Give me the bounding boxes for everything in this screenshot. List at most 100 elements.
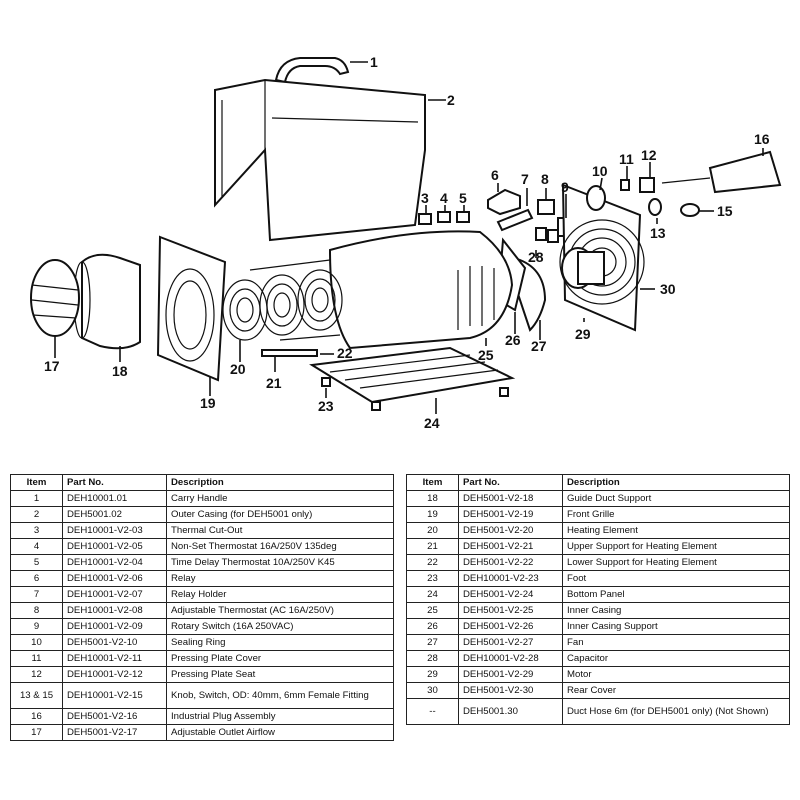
header-item: Item	[406, 474, 459, 491]
row-description: Thermal Cut-Out	[166, 522, 394, 539]
row-description: Lower Support for Heating Element	[562, 554, 790, 571]
row-description: Upper Support for Heating Element	[562, 538, 790, 555]
header-description: Description	[562, 474, 790, 491]
row-part-no: DEH10001-V2-04	[62, 554, 167, 571]
row-description: Relay Holder	[166, 586, 394, 603]
row-description: Foot	[562, 570, 790, 587]
row-item: 18	[406, 490, 459, 507]
row-description: Carry Handle	[166, 490, 394, 507]
row-part-no: DEH10001-V2-15	[62, 682, 167, 709]
row-item: 19	[406, 506, 459, 523]
table-header-row: Item Part No. Description	[406, 474, 790, 491]
callout-20: 20	[230, 361, 246, 377]
row-description: Guide Duct Support	[562, 490, 790, 507]
row-part-no: DEH10001.01	[62, 490, 167, 507]
row-part-no: DEH10001-V2-07	[62, 586, 167, 603]
row-part-no: DEH5001-V2-16	[62, 708, 167, 725]
row-item: 24	[406, 586, 459, 603]
row-item: 1	[10, 490, 63, 507]
callout-27: 27	[531, 338, 547, 354]
row-item: 26	[406, 618, 459, 635]
row-item: 16	[10, 708, 63, 725]
row-part-no: DEH5001-V2-10	[62, 634, 167, 651]
row-part-no: DEH5001-V2-24	[458, 586, 563, 603]
bottom-panel-part	[309, 346, 516, 411]
row-description: Duct Hose 6m (for DEH5001 only) (Not Sho…	[562, 698, 790, 725]
callout-4: 4	[440, 190, 448, 206]
row-part-no: DEH5001.30	[458, 698, 563, 725]
row-part-no: DEH5001.02	[62, 506, 167, 523]
row-part-no: DEH10001-V2-28	[458, 650, 563, 667]
callout-24: 24	[424, 415, 440, 431]
callout-7: 7	[521, 171, 529, 187]
header-part-no: Part No.	[62, 474, 167, 491]
row-description: Adjustable Outlet Airflow	[166, 724, 394, 741]
row-item: 10	[10, 634, 63, 651]
header-part-no: Part No.	[458, 474, 563, 491]
row-part-no: DEH5001-V2-27	[458, 634, 563, 651]
callout-30: 30	[660, 281, 676, 297]
row-part-no: DEH10001-V2-23	[458, 570, 563, 587]
row-description: Bottom Panel	[562, 586, 790, 603]
callout-21: 21	[266, 375, 282, 391]
callout-16: 16	[754, 131, 770, 147]
row-description: Time Delay Thermostat 10A/250V K45	[166, 554, 394, 571]
header-item: Item	[10, 474, 63, 491]
row-item: 2	[10, 506, 63, 523]
row-item: 23	[406, 570, 459, 587]
heating-element-supports	[261, 334, 341, 357]
callout-10: 10	[592, 163, 608, 179]
row-description: Front Grille	[562, 506, 790, 523]
row-item: 22	[406, 554, 459, 571]
row-part-no: DEH10001-V2-06	[62, 570, 167, 587]
row-part-no: DEH10001-V2-12	[62, 666, 167, 683]
row-item: --	[406, 698, 459, 725]
motor-part	[561, 247, 605, 289]
callout-2: 2	[447, 92, 455, 108]
row-item: 12	[10, 666, 63, 683]
callout-13: 13	[650, 225, 666, 241]
callout-26: 26	[505, 332, 521, 348]
row-description: Adjustable Thermostat (AC 16A/250V)	[166, 602, 394, 619]
callout-23: 23	[318, 398, 334, 414]
row-item: 6	[10, 570, 63, 587]
row-part-no: DEH10001-V2-11	[62, 650, 167, 667]
callout-15: 15	[717, 203, 733, 219]
thermostat-parts	[418, 211, 470, 225]
plug-and-knob-parts	[586, 150, 782, 217]
row-description: Fan	[562, 634, 790, 651]
row-item: 30	[406, 682, 459, 699]
row-description: Inner Casing Support	[562, 618, 790, 635]
row-item: 7	[10, 586, 63, 603]
callout-19: 19	[200, 395, 216, 411]
relay-parts	[487, 188, 573, 243]
row-description: Capacitor	[562, 650, 790, 667]
row-item: 21	[406, 538, 459, 555]
row-description: Relay	[166, 570, 394, 587]
callout-6: 6	[491, 167, 499, 183]
callout-28: 28	[528, 249, 544, 265]
callout-17: 17	[44, 358, 60, 374]
row-description: Inner Casing	[562, 602, 790, 619]
callout-29: 29	[575, 326, 591, 342]
exploded-parts-diagram: 1 2 3 4 5 6 7 8 9 10 11 12 13 15 16 17 1…	[30, 54, 782, 431]
row-part-no: DEH10001-V2-09	[62, 618, 167, 635]
row-item: 8	[10, 602, 63, 619]
